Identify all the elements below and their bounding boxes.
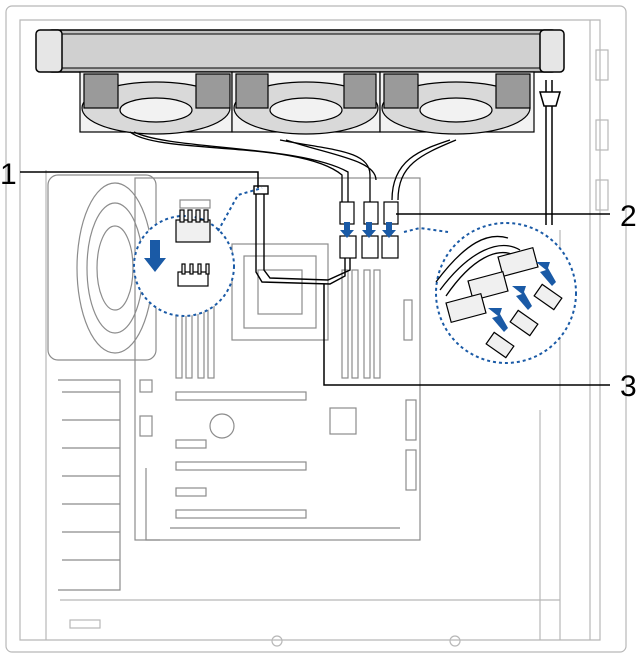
- callout-2: 2: [620, 200, 637, 233]
- callout-leaders: [20, 171, 610, 386]
- fan-icon: [79, 71, 233, 135]
- arrow-left-icon: [488, 262, 556, 332]
- fan-cables: [129, 131, 457, 205]
- radiator-fans: [79, 71, 535, 135]
- fan-icon: [231, 71, 381, 135]
- fan-connectors: [339, 201, 399, 259]
- expansion-slot-covers: [58, 379, 121, 591]
- pump-cable: [253, 185, 351, 285]
- callout-3: 3: [620, 370, 637, 403]
- connector-icon: [175, 209, 211, 287]
- zoom-inset-header: [133, 187, 263, 317]
- coolant-tubes: [539, 80, 561, 225]
- arrow-down-icon: [340, 222, 396, 238]
- rear-fan-icon: [47, 174, 157, 361]
- motherboard: [134, 177, 421, 541]
- zoom-inset-fan-connectors: [403, 222, 577, 364]
- arrow-down-icon: [144, 240, 166, 272]
- callout-1: 1: [0, 158, 17, 191]
- radiator-icon: [35, 29, 565, 73]
- fan-icon: [379, 71, 535, 135]
- cpu-socket-icon: [231, 243, 329, 341]
- connector-icon: [445, 246, 563, 359]
